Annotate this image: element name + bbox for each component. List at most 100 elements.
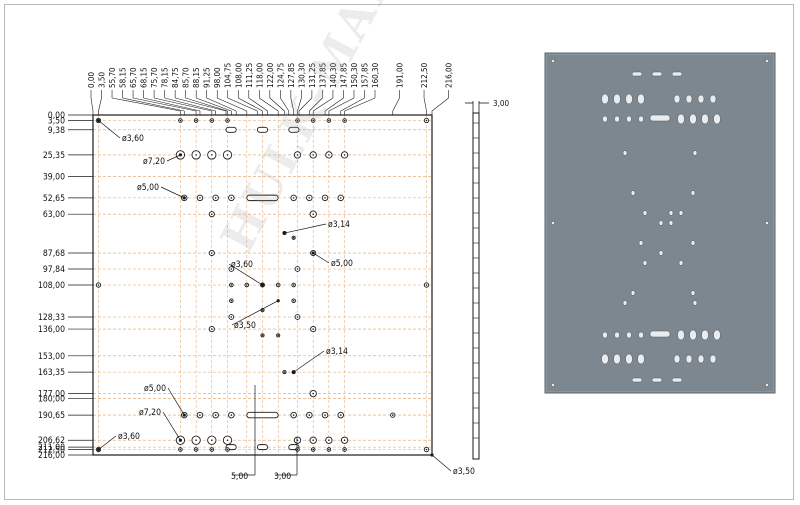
x-dim-leader bbox=[143, 97, 201, 112]
slot bbox=[246, 411, 279, 419]
x-dim-leader bbox=[111, 97, 181, 112]
photo-hole bbox=[551, 59, 555, 63]
photo-hole bbox=[622, 300, 628, 306]
callout-d500_bot: ø5,00 bbox=[144, 384, 166, 394]
photo-slot bbox=[651, 377, 663, 383]
photo-hole bbox=[765, 221, 769, 225]
photo-hole bbox=[713, 329, 721, 341]
x-dim-leader bbox=[269, 97, 285, 112]
photo-slot bbox=[649, 330, 671, 338]
photo-hole bbox=[601, 353, 609, 365]
x-dim-leader bbox=[309, 97, 323, 112]
slot-width-label: 5,00 bbox=[231, 472, 248, 482]
x-dim-label: 65,70 bbox=[129, 67, 138, 88]
plate-holes bbox=[95, 117, 430, 453]
x-dim-label: 127,85 bbox=[287, 63, 296, 88]
photo-hole bbox=[602, 331, 608, 339]
x-dim-leader bbox=[175, 97, 227, 112]
photo-hole bbox=[637, 93, 645, 105]
photo-hole bbox=[673, 354, 681, 364]
callout-d314_bot: ø3,14 bbox=[326, 347, 348, 357]
x-dim-leader bbox=[248, 97, 268, 112]
photo-hole bbox=[701, 329, 709, 341]
photo-slot bbox=[631, 71, 643, 77]
photo-hole bbox=[668, 210, 674, 216]
y-dim-label: 136,00 bbox=[38, 325, 65, 335]
photo-hole bbox=[668, 220, 674, 226]
y-dim-label: 163,35 bbox=[38, 368, 65, 378]
callout-d360_mid: ø3,60 bbox=[231, 260, 253, 270]
x-dim-label: 68,15 bbox=[140, 67, 149, 88]
slot bbox=[256, 444, 269, 451]
photo-hole bbox=[690, 190, 696, 196]
photo-hole bbox=[678, 210, 684, 216]
callout-d720_top: ø7,20 bbox=[143, 157, 165, 167]
x-dim-label: 150,30 bbox=[350, 62, 359, 88]
photo-hole bbox=[658, 220, 664, 226]
photo-hole bbox=[551, 221, 555, 225]
photo-slot bbox=[671, 377, 683, 383]
x-dim-leader bbox=[238, 97, 263, 112]
photo-hole bbox=[677, 113, 685, 125]
photo-hole bbox=[602, 115, 608, 123]
y-dim-label: 97,84 bbox=[43, 265, 65, 275]
x-dim-label: 88,15 bbox=[192, 67, 201, 88]
x-dim-label: 147,85 bbox=[339, 63, 348, 88]
photo-hole bbox=[765, 383, 769, 387]
y-dim-label: 153,00 bbox=[38, 352, 65, 362]
x-dim-leader bbox=[431, 97, 449, 112]
photo-hole bbox=[709, 354, 717, 364]
callout-d314_top: ø3,14 bbox=[328, 220, 350, 230]
x-dim-leader bbox=[298, 97, 313, 112]
side-view-thickness-label: 3,00 bbox=[493, 99, 509, 108]
y-dim-label: 63,00 bbox=[43, 210, 65, 220]
side-view: 3,00 bbox=[465, 99, 509, 460]
x-dim-leader bbox=[328, 97, 355, 112]
x-dim-label: 118,00 bbox=[255, 62, 264, 88]
slot bbox=[256, 126, 269, 133]
x-dim-label: 122,00 bbox=[266, 62, 275, 88]
photo-hole bbox=[551, 383, 555, 387]
callout-d360_bl: ø3,60 bbox=[118, 432, 140, 442]
y-dim-label: 52,65 bbox=[43, 194, 65, 204]
x-dim-label: 111,25 bbox=[245, 63, 254, 88]
photo-slot bbox=[651, 71, 663, 77]
y-dim-label: 87,68 bbox=[43, 249, 65, 259]
photo-hole bbox=[658, 250, 664, 256]
photo-slot bbox=[671, 71, 683, 77]
photo-hole bbox=[630, 290, 636, 296]
y-dim-label: 108,00 bbox=[38, 281, 65, 291]
y-dim-label: 3,50 bbox=[48, 117, 65, 127]
x-dim-leader bbox=[280, 97, 290, 112]
x-dim-label: 58,15 bbox=[119, 67, 128, 88]
slot bbox=[246, 194, 279, 202]
y-dim-label: 211,00 bbox=[38, 443, 65, 453]
photo-hole bbox=[689, 329, 697, 341]
x-dim-label: 216,00 bbox=[445, 62, 454, 88]
photo-hole bbox=[690, 290, 696, 296]
y-dim-label: 177,00 bbox=[38, 390, 65, 400]
plate-photo bbox=[544, 52, 776, 394]
photo-hole bbox=[677, 329, 685, 341]
photo-hole bbox=[626, 115, 632, 123]
x-dim-leader bbox=[122, 97, 185, 112]
x-dim-leader bbox=[344, 97, 376, 112]
photo-hole bbox=[685, 354, 693, 364]
callout-d500_right: ø5,00 bbox=[331, 259, 353, 269]
x-dim-label: 84,75 bbox=[171, 67, 180, 88]
photo-slot bbox=[631, 377, 643, 383]
photo-hole bbox=[701, 113, 709, 125]
photo-hole bbox=[625, 353, 633, 365]
photo-hole bbox=[697, 94, 705, 104]
callout-d350_mid: ø3,50 bbox=[234, 321, 256, 331]
x-dim-label: 3,50 bbox=[98, 72, 107, 88]
dimension-lines bbox=[68, 90, 449, 456]
x-dim-label: 78,15 bbox=[161, 67, 170, 88]
x-dim-leader bbox=[313, 97, 334, 112]
x-dim-label: 91,25 bbox=[203, 67, 212, 88]
x-dim-label: 137,85 bbox=[318, 63, 327, 88]
x-dim-leader bbox=[227, 97, 258, 112]
photo-hole bbox=[638, 331, 644, 339]
x-dim-leader bbox=[290, 97, 294, 112]
